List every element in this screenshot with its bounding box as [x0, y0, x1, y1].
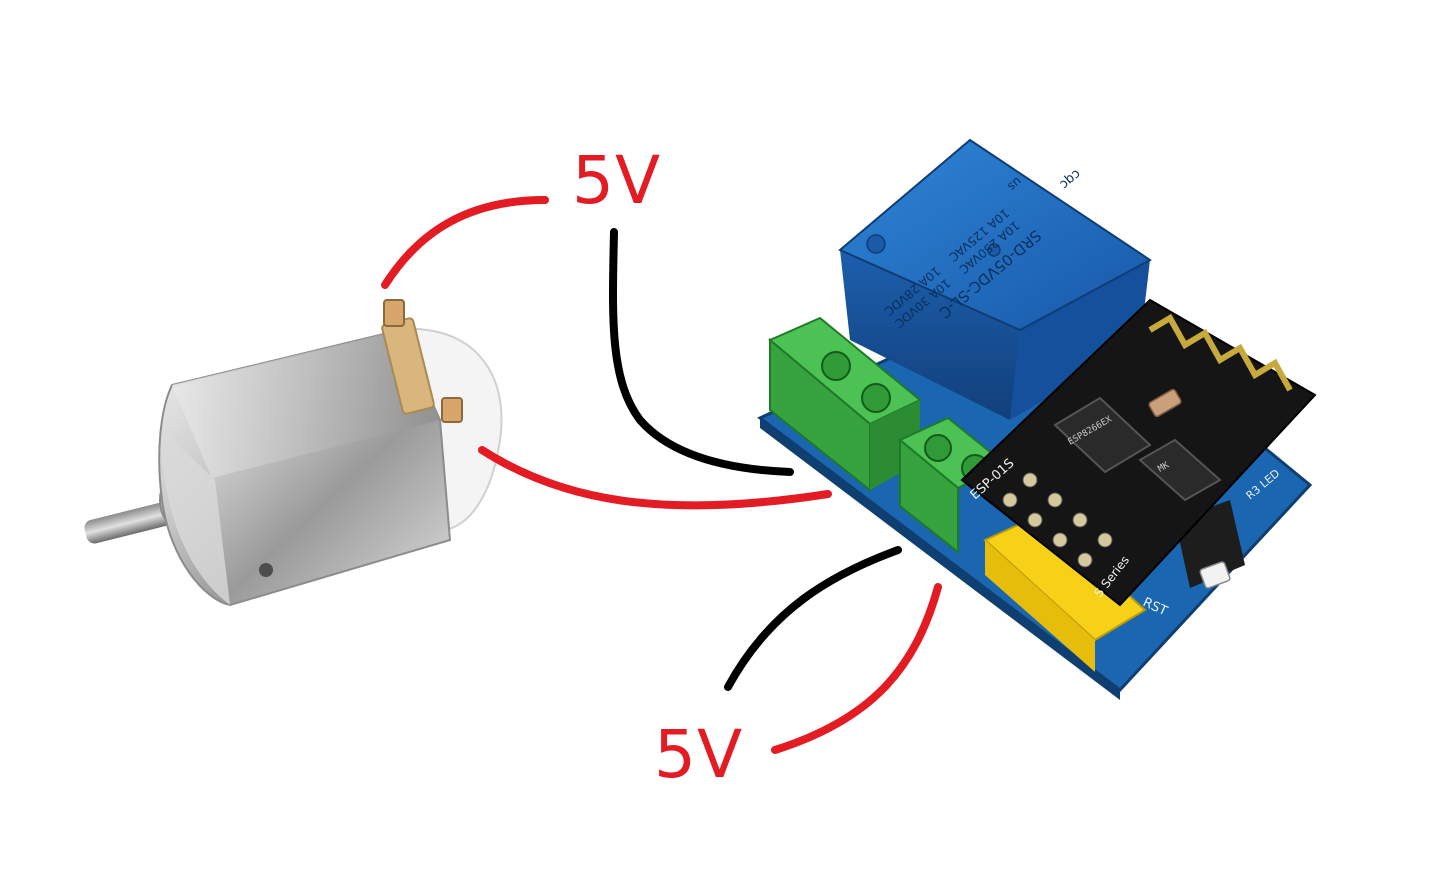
wire-top-positive — [381, 196, 549, 289]
relay-block-side — [840, 250, 1020, 420]
relay-cqc-mark: cqc — [1057, 166, 1084, 192]
dc-motor — [84, 299, 503, 607]
voltage-label-top: 5V — [572, 142, 662, 219]
yellow-header-front — [985, 540, 1095, 672]
motor-mount-hole — [259, 563, 273, 577]
terminal-screw-1 — [821, 351, 851, 381]
relay-corner-dot — [866, 234, 886, 254]
relay-block-front — [1010, 260, 1150, 420]
rst-button-cap — [1199, 561, 1231, 589]
motor-terminal-bottom — [441, 397, 463, 423]
motor-front-face — [161, 430, 230, 605]
wiring — [381, 196, 942, 754]
wire-bottom-negative — [724, 546, 902, 691]
wire-bottom-positive — [771, 583, 942, 754]
relay-block-top — [838, 138, 1152, 332]
esp-antenna — [1148, 313, 1293, 392]
relay-ul-mark: us — [1005, 174, 1025, 194]
relay-module: SRD-05VDC-SL-C 10A 250VAC 10A 125VAC 10A… — [757, 138, 1317, 700]
wire-top-negative — [609, 228, 794, 476]
esp-crystal — [1148, 388, 1182, 418]
esp-header-pins — [1002, 472, 1113, 568]
terminal-right-front — [899, 437, 959, 555]
terminal-screw-3 — [924, 434, 952, 462]
esp01s-board: ESP8266EX MK ESP-01S S Se — [960, 298, 1317, 607]
relay-corner-dot-2 — [987, 243, 1001, 257]
terminal-screw-2 — [861, 383, 891, 413]
flash-chip-text: MK — [1157, 460, 1172, 474]
relay-pcb-edge — [760, 418, 1120, 700]
motor-terminal-top — [383, 299, 405, 327]
wire-motor-to-relay — [478, 446, 832, 510]
esp-chip — [1053, 396, 1152, 474]
voltage-label-bottom: 5V — [654, 716, 744, 793]
motor-top-face — [172, 330, 440, 478]
flash-chip — [1138, 438, 1222, 502]
